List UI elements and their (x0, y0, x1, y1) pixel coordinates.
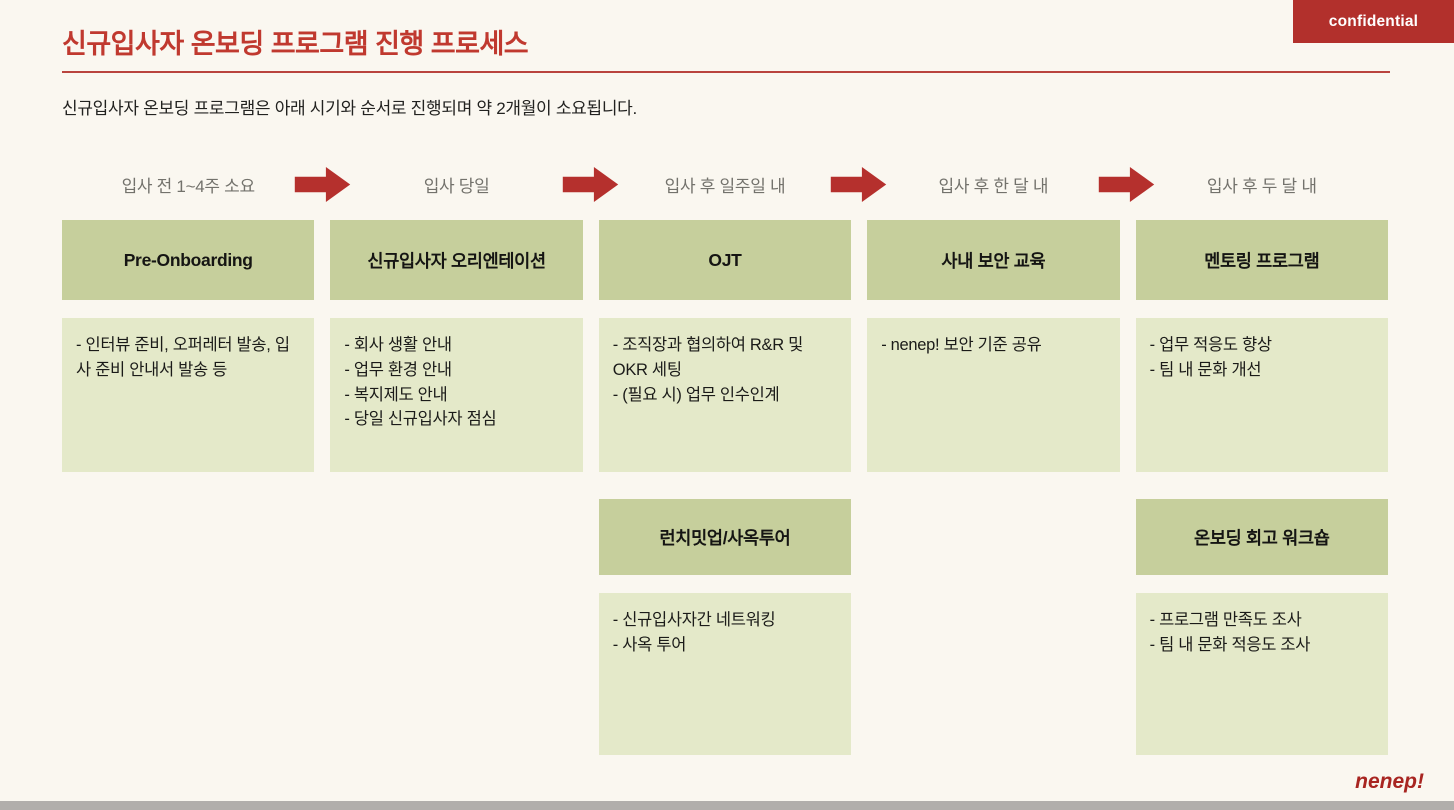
timeline-label-5: 입사 후 두 달 내 (1206, 176, 1317, 196)
list-item: - 인터뷰 준비, 오퍼레터 발송, 입사 준비 안내서 발송 등 (76, 336, 290, 379)
timeline-label-2: 입사 당일 (423, 176, 490, 196)
list-item: - 당일 신규입사자 점심 (344, 410, 497, 429)
stage-body-pre-onboarding: - 인터뷰 준비, 오퍼레터 발송, 입사 준비 안내서 발송 등 (62, 318, 315, 472)
arrow-right-icon (830, 167, 887, 202)
stage-header-ojt: OJT (598, 220, 852, 300)
page-title: 신규입사자 온보딩 프로그램 진행 프로세스 (62, 29, 529, 59)
empty-cell (62, 593, 314, 755)
arrow-right-icon (294, 167, 351, 202)
stage-header-retrospective-workshop: 온보딩 회고 워크숍 (1135, 499, 1388, 575)
stage-body-security-training: - nenep! 보안 기준 공유 (867, 318, 1120, 472)
empty-cell (867, 593, 1119, 755)
list-item: - (필요 시) 업무 인수인계 (612, 385, 780, 404)
title-divider (62, 71, 1390, 73)
timeline-label-3: 입사 후 일주일 내 (664, 176, 786, 196)
list-item: - 복지제도 안내 (344, 385, 448, 404)
second-stage-body-row: - 신규입사자간 네트워킹 - 사옥 투어 - 프로그램 만족도 조사 - 팀 … (62, 593, 1388, 755)
stage-header-mentoring: 멘토링 프로그램 (1135, 220, 1388, 300)
list-item: - nenep! 보안 기준 공유 (881, 336, 1042, 354)
list-item: - 업무 적응도 향상 (1149, 336, 1273, 354)
list-item: - 회사 생활 안내 (344, 336, 452, 354)
arrow-right-icon (1098, 167, 1155, 202)
window-bottom-edge (0, 801, 1454, 810)
stage-header-lunch-meetup: 런치밋업/사옥투어 (598, 499, 852, 575)
confidential-badge: confidential (1293, 0, 1454, 43)
list-item: - 팀 내 문화 적응도 조사 (1149, 635, 1311, 654)
stage-body-retrospective-workshop: - 프로그램 만족도 조사 - 팀 내 문화 적응도 조사 (1135, 593, 1388, 755)
timeline-label-1: 입사 전 1~4주 소요 (121, 176, 256, 196)
empty-cell (867, 499, 1119, 575)
list-item: - 프로그램 만족도 조사 (1149, 611, 1302, 629)
page-subtitle: 신규입사자 온보딩 프로그램은 아래 시기와 순서로 진행되며 약 2개월이 소… (62, 99, 637, 118)
empty-cell (62, 499, 314, 575)
stage-body-orientation: - 회사 생활 안내 - 업무 환경 안내 - 복지제도 안내 - 당일 신규입… (330, 318, 583, 472)
timeline-row: 입사 전 1~4주 소요 입사 당일 입사 후 일주일 내 입사 후 한 달 내… (62, 164, 1388, 204)
list-item: - 조직장과 협의하여 R&R 및 OKR 세팅 (612, 336, 804, 379)
stage-header-orientation: 신규입사자 오리엔테이션 (330, 220, 583, 300)
stage-body-row: - 인터뷰 준비, 오퍼레터 발송, 입사 준비 안내서 발송 등 - 회사 생… (62, 318, 1388, 472)
second-stage-header-row: 런치밋업/사옥투어 온보딩 회고 워크숍 (62, 499, 1388, 575)
empty-cell (330, 499, 582, 575)
stage-body-mentoring: - 업무 적응도 향상 - 팀 내 문화 개선 (1135, 318, 1388, 472)
list-item: - 신규입사자간 네트워킹 (612, 611, 776, 629)
list-item: - 사옥 투어 (612, 635, 687, 654)
arrow-right-icon (562, 167, 619, 202)
stage-header-pre-onboarding: Pre-Onboarding (62, 220, 315, 300)
list-item: - 팀 내 문화 개선 (1149, 360, 1262, 379)
list-item: - 업무 환경 안내 (344, 360, 452, 379)
nenep-logo: nenep! (1355, 770, 1424, 793)
empty-cell (330, 593, 582, 755)
stage-body-lunch-meetup: - 신규입사자간 네트워킹 - 사옥 투어 (598, 593, 852, 755)
stage-body-ojt: - 조직장과 협의하여 R&R 및 OKR 세팅 - (필요 시) 업무 인수인… (598, 318, 852, 472)
stage-header-security-training: 사내 보안 교육 (867, 220, 1120, 300)
stage-header-row: Pre-Onboarding 신규입사자 오리엔테이션 OJT 사내 보안 교육… (62, 220, 1388, 300)
timeline-label-4: 입사 후 한 달 내 (938, 176, 1049, 196)
